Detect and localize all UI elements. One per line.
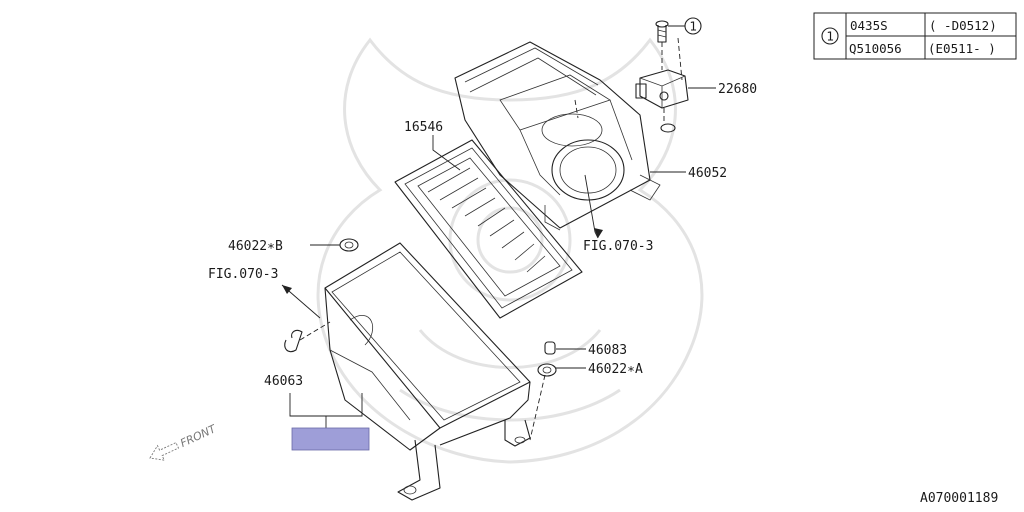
reference-table: 1 0435S ( -D0512) Q510056 (E0511- ) xyxy=(813,12,1017,60)
grommet-a xyxy=(537,363,557,377)
label-fig-070-3-top: FIG.070-3 xyxy=(583,239,653,254)
arrowhead-fig-left xyxy=(282,285,292,294)
air-flow-sensor xyxy=(635,69,689,133)
clip xyxy=(284,329,303,353)
table-row-2-part: Q510056 xyxy=(849,41,902,56)
circled-number-icon: 1 xyxy=(684,17,702,35)
table-row-1-range: ( -D0512) xyxy=(929,18,997,33)
table-key: 1 xyxy=(827,30,835,44)
reference-code: A070001189 xyxy=(920,491,998,506)
highlight-box[interactable] xyxy=(291,427,370,451)
label-46022-b: 46022∗B xyxy=(228,239,283,254)
label-46052: 46052 xyxy=(688,166,727,181)
air-filter-element xyxy=(394,139,583,319)
lower-air-cleaner-case xyxy=(324,242,531,501)
label-46063: 46063 xyxy=(264,374,303,389)
label-46022-a: 46022∗A xyxy=(588,362,643,377)
circled-number-label: 1 xyxy=(690,20,698,34)
label-16546: 16546 xyxy=(404,120,443,135)
front-label: FRONT xyxy=(178,422,219,450)
label-46083: 46083 xyxy=(588,343,627,358)
label-22680: 22680 xyxy=(718,82,757,97)
cushion-46083 xyxy=(544,341,556,355)
label-fig-070-3-left: FIG.070-3 xyxy=(208,267,278,282)
arrowhead-fig-top xyxy=(594,228,603,238)
screw xyxy=(655,20,669,43)
front-arrow-icon: FRONT xyxy=(149,422,219,461)
grommet-b xyxy=(339,238,359,252)
table-row-2-range: (E0511- ) xyxy=(928,41,996,56)
table-row-1-part: 0435S xyxy=(850,18,888,33)
leader-lines xyxy=(281,37,716,441)
upper-air-cleaner-case xyxy=(454,41,661,231)
